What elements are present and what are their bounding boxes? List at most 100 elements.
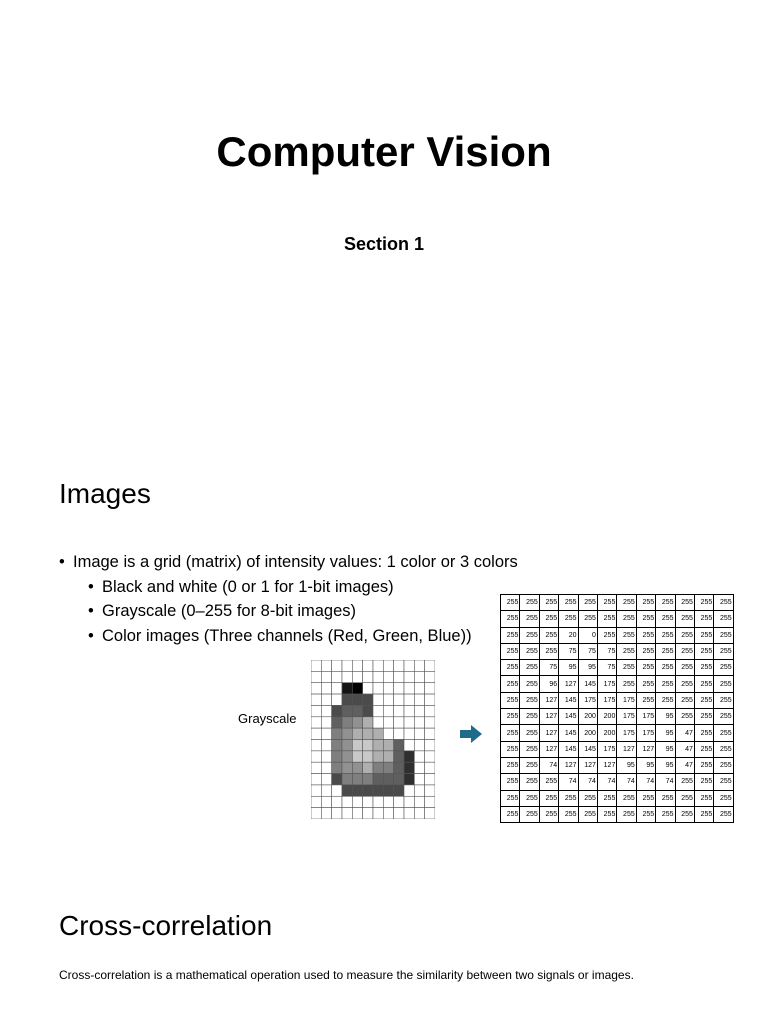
- pixel-cell: [424, 750, 435, 763]
- matrix-cell: 47: [674, 756, 695, 775]
- pixel-cell: [393, 705, 405, 718]
- right-arrow-icon: [460, 725, 482, 743]
- pixel-cell: [383, 660, 394, 672]
- pixel-cell: [383, 727, 394, 740]
- matrix-cell: 255: [693, 642, 715, 661]
- pixel-cell: [311, 705, 322, 718]
- matrix-cell: 255: [655, 691, 676, 710]
- matrix-cell: 255: [499, 626, 521, 644]
- matrix-cell: 255: [499, 756, 521, 775]
- pixel-cell: [352, 716, 363, 729]
- pixel-cell: [341, 773, 353, 786]
- matrix-cell: 255: [558, 805, 579, 824]
- matrix-cell: 255: [499, 724, 521, 742]
- matrix-cell: 255: [655, 642, 676, 661]
- matrix-cell: 255: [538, 593, 560, 612]
- pixel-cell: [352, 727, 363, 740]
- pixel-cell: [414, 682, 425, 695]
- pixel-cell: [331, 807, 343, 819]
- matrix-cell: 255: [655, 675, 676, 693]
- matrix-cell: 200: [577, 724, 598, 742]
- matrix-cell: 255: [558, 593, 579, 612]
- pixel-cell: [321, 716, 332, 729]
- pixel-cell: [393, 795, 405, 808]
- pixel-cell: [311, 693, 322, 706]
- pixel-cell: [341, 761, 353, 774]
- pixel-cell: [331, 761, 343, 774]
- pixel-cell: [352, 807, 363, 819]
- pixel-cell: [311, 660, 322, 672]
- pixel-cell: [393, 761, 405, 774]
- bullet-main: Image is a grid (matrix) of intensity va…: [59, 550, 518, 575]
- bullet-grayscale: Grayscale (0–255 for 8-bit images): [59, 599, 518, 624]
- matrix-cell: 47: [674, 724, 695, 742]
- matrix-cell: 255: [616, 789, 637, 807]
- matrix-cell: 255: [499, 789, 521, 807]
- pixel-cell: [311, 716, 322, 729]
- matrix-cell: 255: [499, 740, 521, 758]
- matrix-cell: 95: [616, 756, 637, 775]
- matrix-cell: 127: [577, 756, 598, 775]
- matrix-cell: 255: [693, 756, 715, 775]
- pixel-cell: [311, 761, 322, 774]
- matrix-cell: 255: [674, 708, 695, 726]
- matrix-cell: 255: [655, 626, 676, 644]
- pixel-cell: [341, 682, 353, 695]
- pixel-cell: [403, 716, 415, 729]
- matrix-cell: 255: [596, 789, 618, 807]
- pixel-cell: [352, 705, 363, 718]
- pixel-cell: [321, 739, 332, 752]
- matrix-cell: 255: [693, 626, 715, 644]
- pixel-cell: [311, 682, 322, 695]
- matrix-cell: 255: [713, 610, 734, 628]
- pixel-cell: [414, 716, 425, 729]
- pixel-cell: [403, 727, 415, 740]
- matrix-cell: 255: [596, 805, 618, 824]
- pixel-cell: [311, 773, 322, 786]
- matrix-cell: 200: [596, 708, 618, 726]
- matrix-cell: 255: [499, 675, 521, 693]
- pixel-cell: [311, 807, 322, 819]
- pixel-cell: [321, 671, 332, 684]
- matrix-cell: 255: [693, 773, 715, 791]
- cross-correlation-heading: Cross-correlation: [59, 910, 273, 941]
- pixel-cell: [352, 682, 363, 695]
- pixel-cell: [393, 750, 405, 763]
- matrix-cell: 255: [713, 789, 734, 807]
- pixel-cell: [362, 660, 374, 672]
- pixel-cell: [321, 660, 332, 672]
- matrix-cell: 145: [558, 724, 579, 742]
- pixel-cell: [403, 682, 415, 695]
- matrix-cell: 255: [693, 789, 715, 807]
- pixel-cell: [372, 716, 384, 729]
- matrix-cell: 255: [519, 756, 540, 775]
- pixel-cell: [311, 795, 322, 808]
- matrix-cell: 255: [713, 642, 734, 661]
- pixel-cell: [393, 716, 405, 729]
- matrix-cell: 74: [655, 773, 676, 791]
- matrix-cell: 74: [558, 773, 579, 791]
- pixel-cell: [331, 682, 343, 695]
- pixel-cell: [362, 705, 374, 718]
- matrix-cell: 255: [519, 675, 540, 693]
- pixel-cell: [352, 773, 363, 786]
- matrix-cell: 74: [577, 773, 598, 791]
- matrix-cell: 255: [499, 708, 521, 726]
- pixel-cell: [393, 727, 405, 740]
- pixel-cell: [372, 671, 384, 684]
- pixel-cell: [403, 705, 415, 718]
- pixel-cell: [372, 705, 384, 718]
- pixel-cell: [341, 716, 353, 729]
- pixel-cell: [414, 660, 425, 672]
- matrix-cell: 255: [499, 691, 521, 710]
- pixel-cell: [403, 784, 415, 797]
- matrix-cell: 255: [596, 626, 618, 644]
- matrix-cell: 95: [635, 756, 657, 775]
- pixel-cell: [362, 727, 374, 740]
- matrix-cell: 255: [674, 659, 695, 677]
- matrix-cell: 255: [635, 659, 657, 677]
- matrix-cell: 255: [519, 740, 540, 758]
- matrix-cell: 255: [674, 805, 695, 824]
